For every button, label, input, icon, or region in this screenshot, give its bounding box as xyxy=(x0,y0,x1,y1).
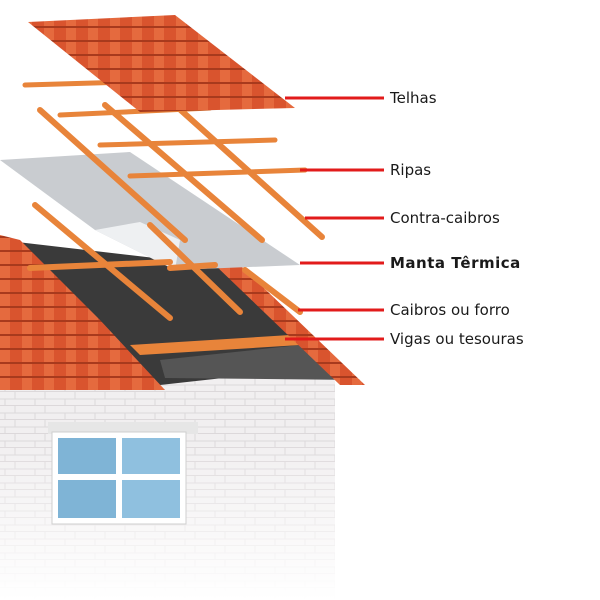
label-telhas: Telhas xyxy=(390,89,437,107)
left-roof-tiles xyxy=(0,235,165,390)
roof-deck xyxy=(0,240,340,385)
label-manta-termica: Manta Têrmica xyxy=(390,254,521,272)
window xyxy=(48,422,198,525)
label-contra-caibros: Contra-caibros xyxy=(390,209,500,227)
beam xyxy=(130,335,300,355)
leader-lines xyxy=(285,96,384,341)
label-caibros-ou-forro: Caibros ou forro xyxy=(390,301,510,319)
label-vigas-ou-tesouras: Vigas ou tesouras xyxy=(390,330,524,348)
roof-edge-tiles xyxy=(215,265,365,385)
label-ripas: Ripas xyxy=(390,161,432,179)
roof-tiles-panel xyxy=(28,15,295,112)
